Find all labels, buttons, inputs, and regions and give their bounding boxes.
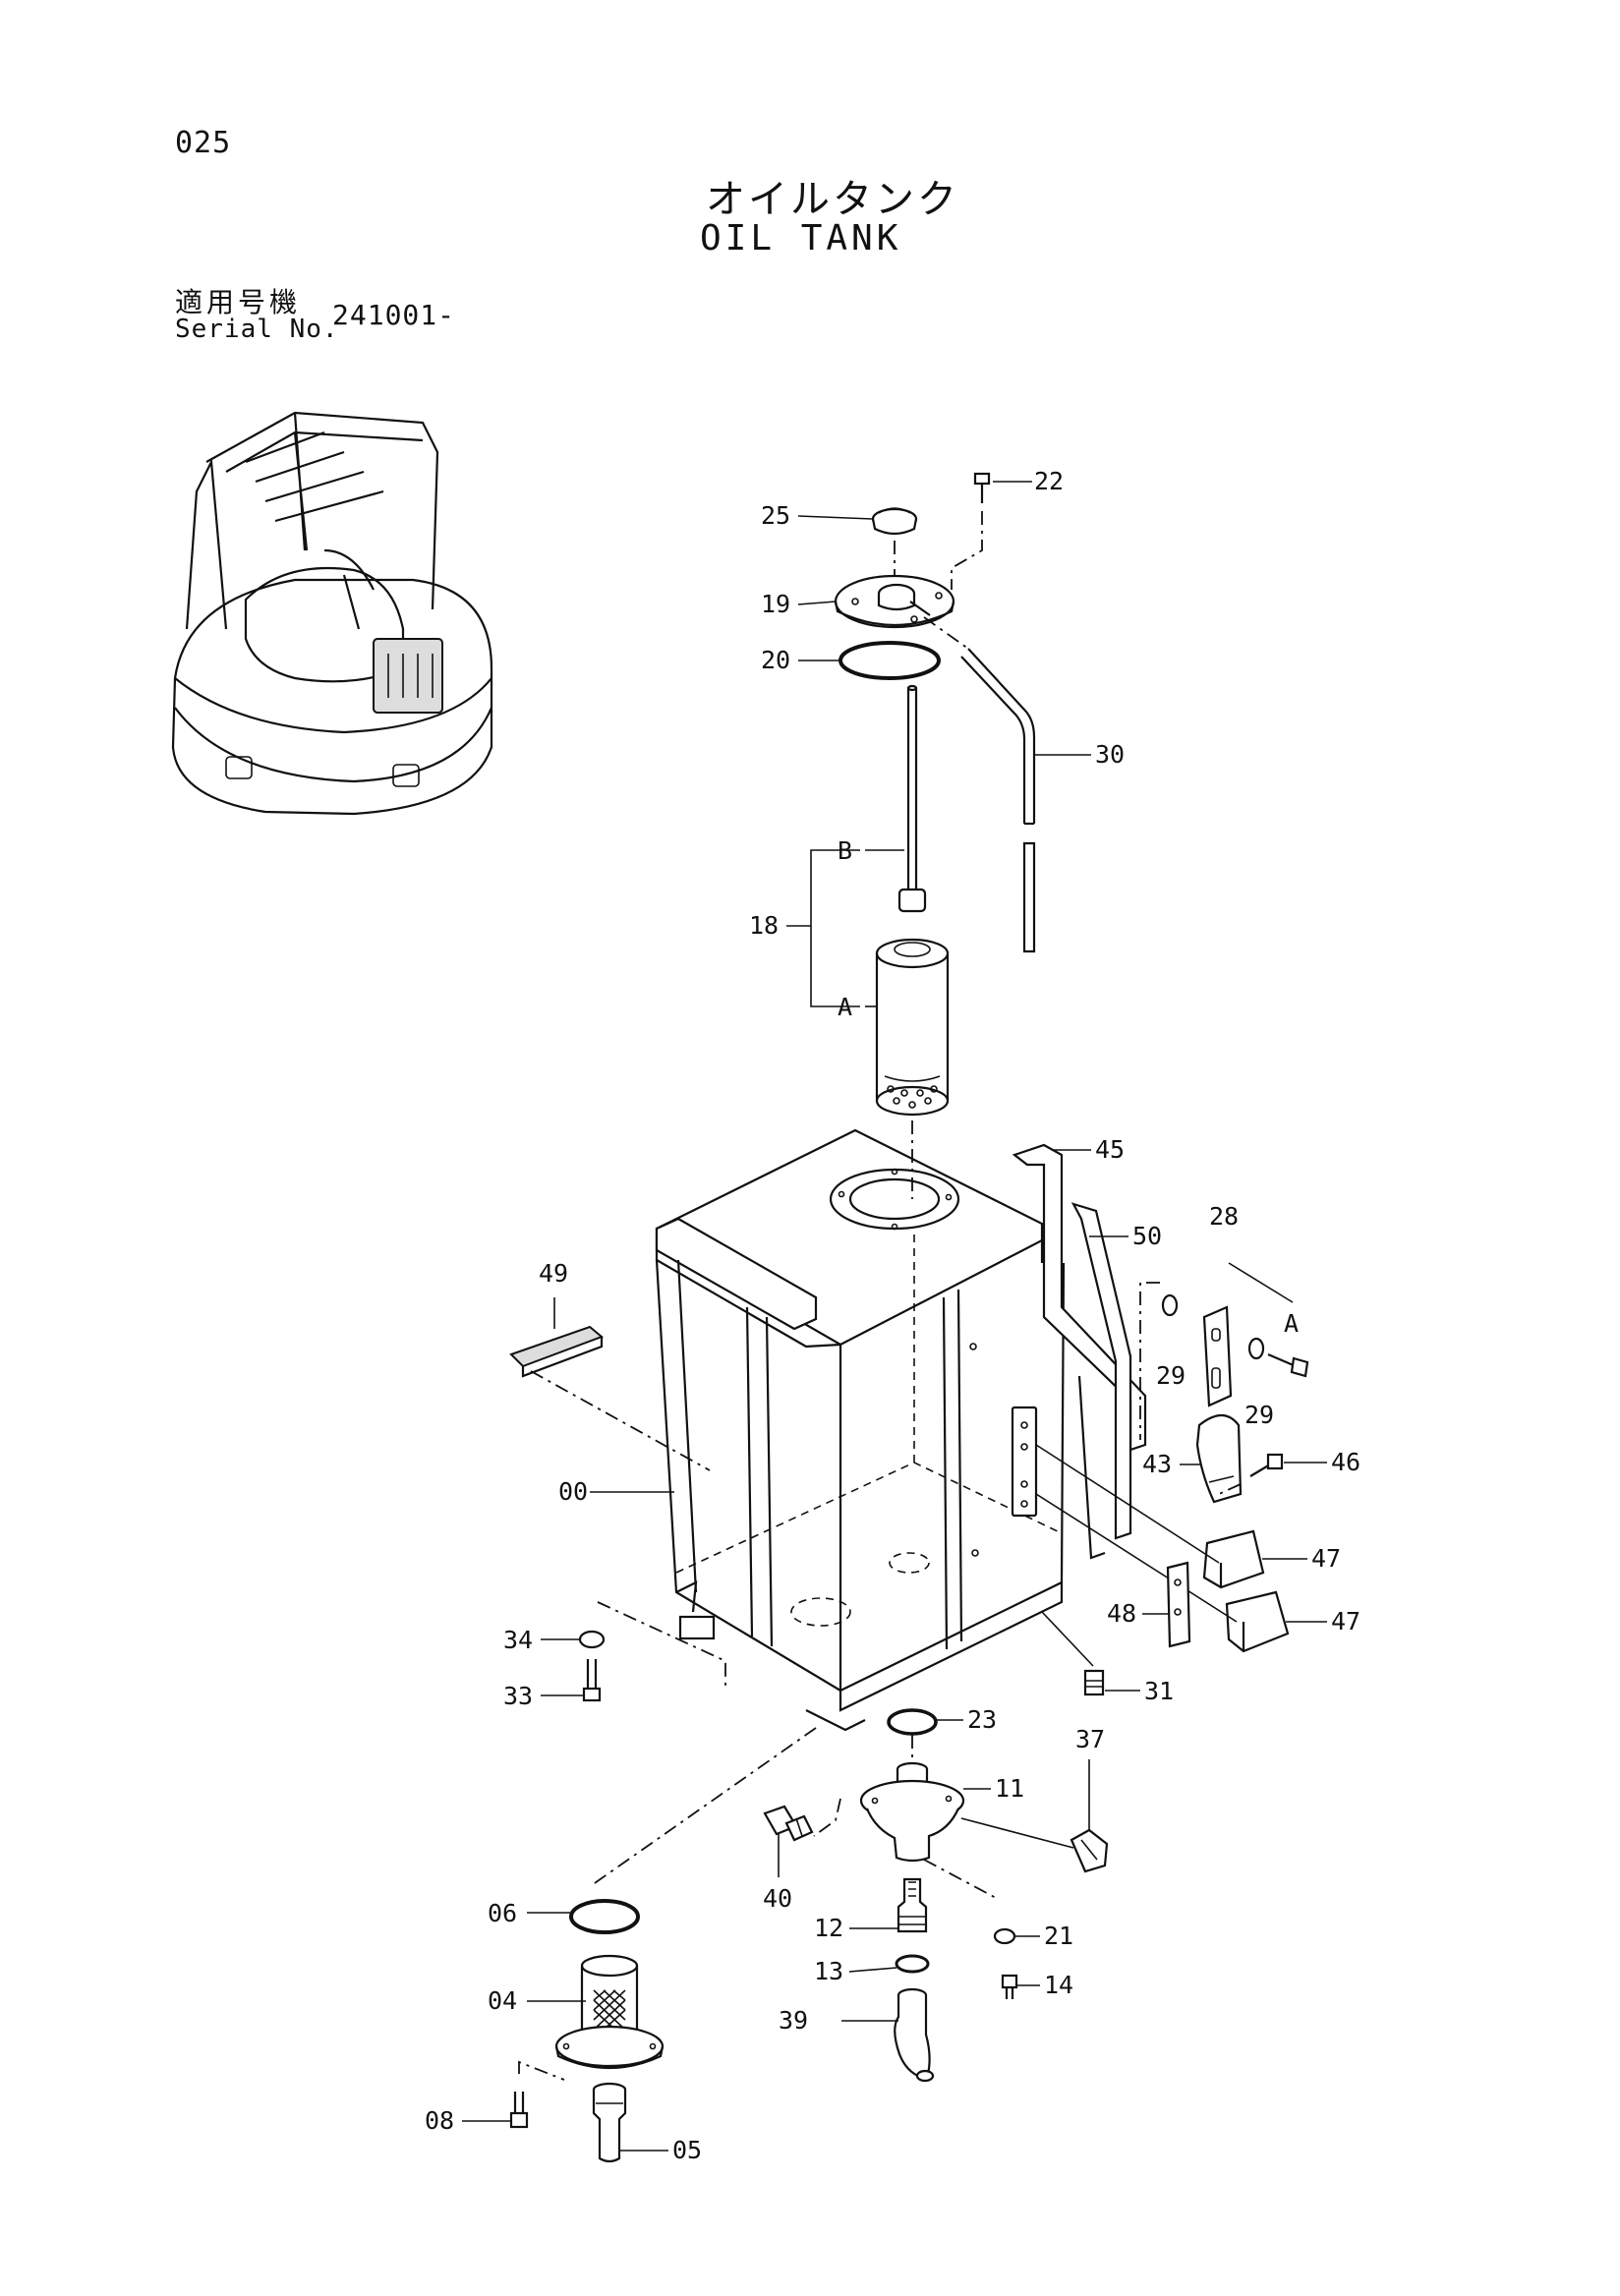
clip-47a — [1202, 1529, 1265, 1589]
callout-12: 12 — [814, 1914, 843, 1942]
callout-29a: 29 — [1156, 1361, 1186, 1390]
fitting-05 — [592, 2082, 627, 2163]
callout-08: 08 — [425, 2106, 454, 2135]
leader-dash — [951, 511, 983, 590]
washer-29b — [1247, 1337, 1265, 1360]
elbow-39 — [894, 1987, 935, 2083]
callout-a-2: A — [1284, 1309, 1299, 1338]
callout-13: 13 — [814, 1957, 843, 1985]
bracket-18 — [810, 849, 860, 1007]
breather-cap-25 — [871, 507, 918, 536]
o-ring-06 — [569, 1899, 640, 1934]
suction-body-11 — [859, 1761, 965, 1863]
bolt-33 — [582, 1659, 602, 1702]
leader-lines — [462, 481, 1327, 2152]
page-title: OIL TANK — [700, 218, 902, 258]
callout-00: 00 — [558, 1477, 588, 1506]
callout-b: B — [838, 836, 852, 865]
fitting-37 — [1070, 1828, 1109, 1873]
callout-46: 46 — [1331, 1448, 1360, 1476]
machine-location-sketch — [171, 411, 493, 816]
callout-28: 28 — [1209, 1202, 1239, 1231]
page-number: 025 — [175, 126, 232, 160]
callout-06: 06 — [488, 1899, 517, 1927]
top-cover-19 — [834, 574, 955, 629]
callout-11: 11 — [995, 1774, 1024, 1803]
callout-45: 45 — [1095, 1135, 1125, 1164]
bolt-22 — [973, 472, 991, 503]
serial-number-value: 241001- — [332, 299, 456, 331]
plate-49 — [509, 1325, 604, 1378]
callout-47b: 47 — [1331, 1607, 1360, 1636]
bracket-50 — [1070, 1202, 1132, 1560]
callout-49: 49 — [539, 1259, 568, 1288]
callout-50: 50 — [1132, 1222, 1162, 1250]
o-ring-23 — [887, 1708, 938, 1736]
o-ring-13 — [895, 1954, 930, 1974]
switch-12 — [897, 1877, 928, 1933]
callout-04: 04 — [488, 1986, 517, 2015]
callout-47a: 47 — [1311, 1544, 1341, 1573]
callout-43: 43 — [1142, 1450, 1172, 1478]
bolt-a — [1267, 1352, 1309, 1378]
serial-label: Serial No. — [175, 315, 339, 344]
bracket-43 — [1195, 1413, 1243, 1504]
callout-25: 25 — [761, 501, 790, 530]
callout-33: 33 — [503, 1682, 533, 1710]
bracket-45 — [1012, 1143, 1147, 1452]
callout-05: 05 — [672, 2136, 702, 2164]
serial-label-japanese: 適用号機 — [175, 286, 302, 318]
strainer-04 — [554, 1954, 665, 2070]
callout-21: 21 — [1044, 1922, 1073, 1950]
callout-20: 20 — [761, 646, 790, 674]
callout-34: 34 — [503, 1626, 533, 1654]
bolt-14 — [1001, 1974, 1018, 1999]
fitting-40 — [763, 1805, 814, 1842]
callout-22: 22 — [1034, 467, 1064, 495]
callout-40: 40 — [763, 1884, 792, 1913]
oil-tank-body-00 — [655, 1128, 1066, 1732]
callout-18: 18 — [749, 911, 779, 940]
callout-31: 31 — [1144, 1677, 1174, 1705]
bracket-48 — [1166, 1561, 1191, 1648]
callout-a: A — [838, 993, 852, 1021]
callout-48: 48 — [1107, 1599, 1136, 1628]
bolt-46 — [1249, 1453, 1284, 1477]
callout-39: 39 — [779, 2006, 808, 2035]
filter-rod — [897, 684, 927, 913]
page-title-japanese: オイルタンク — [706, 177, 959, 222]
leader-dash-strainer — [591, 1727, 817, 1886]
filter-element-18 — [875, 938, 950, 1117]
hose-30 — [960, 648, 1036, 953]
callout-14: 14 — [1044, 1971, 1073, 1999]
callout-37: 37 — [1075, 1725, 1105, 1753]
callout-23: 23 — [967, 1705, 997, 1734]
plug-31 — [1083, 1669, 1105, 1696]
callout-labels: 22 25 19 20 30 B 18 A 45 50 28 A 49 29 2… — [425, 467, 1360, 2164]
o-ring-20 — [839, 641, 941, 680]
callout-30: 30 — [1095, 740, 1125, 769]
clip-47b — [1225, 1590, 1290, 1653]
clamp-28 — [1202, 1305, 1233, 1407]
washer-34 — [578, 1630, 606, 1649]
bolt-08 — [509, 2092, 529, 2129]
callout-19: 19 — [761, 590, 790, 618]
callout-29b: 29 — [1244, 1401, 1274, 1429]
washer-29a — [1161, 1293, 1179, 1317]
washer-21 — [993, 1927, 1016, 1945]
